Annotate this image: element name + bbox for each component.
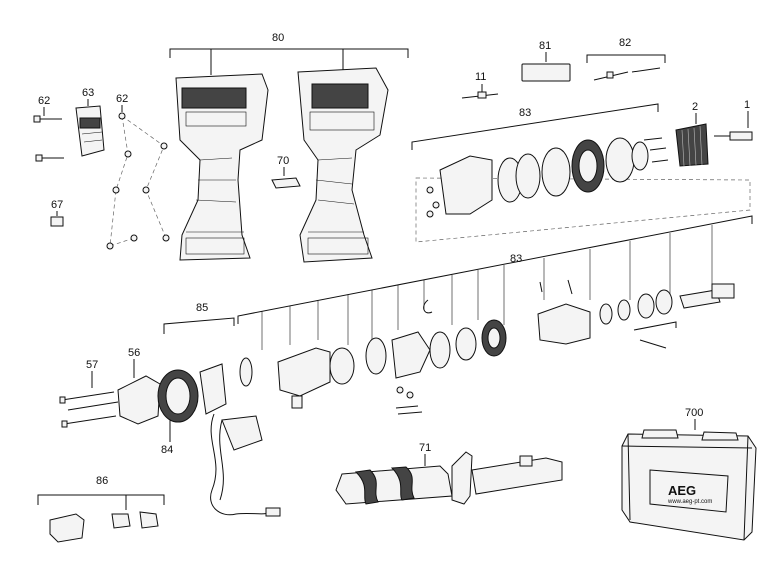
case-url: www.aeg-pt.com [667, 499, 712, 505]
screw-11 [461, 91, 499, 99]
chuck-2 [675, 123, 709, 167]
label-81: 81 [539, 40, 551, 52]
clip-67 [50, 216, 64, 227]
label-83-top: 83 [519, 107, 531, 119]
label-62-left: 62 [38, 95, 50, 107]
label-71: 71 [419, 442, 431, 454]
label-57: 57 [86, 359, 98, 371]
bracket-83-mid [237, 215, 753, 324]
label-62-right: 62 [116, 93, 128, 105]
label-63: 63 [82, 87, 94, 99]
label-56: 56 [128, 347, 140, 359]
label-2: 2 [692, 101, 698, 113]
bracket-86 [37, 494, 165, 505]
clip-parts-82 [593, 67, 661, 81]
battery-contact-63 [75, 105, 105, 157]
gearbox-assembly-mid [239, 279, 735, 415]
label-86: 86 [96, 475, 108, 487]
gearbox-dashed-outline [415, 177, 751, 243]
label-82: 82 [619, 37, 631, 49]
label-1: 1 [744, 99, 750, 111]
housing-half-left [175, 73, 269, 261]
label-85: 85 [196, 302, 208, 314]
motor-cap-56 [117, 375, 161, 425]
housing-half-right [297, 67, 389, 263]
label-70: 70 [277, 155, 289, 167]
parts-86 [49, 511, 159, 543]
side-handle-71 [335, 451, 563, 505]
leaders-83-mid [261, 225, 713, 350]
label-67: 67 [51, 199, 63, 211]
screws-62-left [33, 115, 64, 162]
gearbox-assembly-top [426, 137, 669, 218]
bracket-83-top [411, 103, 659, 150]
switch-and-wiring [210, 413, 281, 517]
label-80: 80 [272, 32, 284, 44]
bracket-85 [163, 317, 235, 334]
switch-slider-70 [271, 177, 301, 189]
label-84: 84 [161, 444, 173, 456]
screws-57 [59, 391, 119, 428]
case-brand-logo: AEG [668, 483, 696, 498]
label-11: 11 [475, 71, 486, 83]
carry-case-700: AEG www.aeg-pt.com [621, 429, 757, 541]
motor-84 [157, 363, 227, 423]
screw-1 [714, 131, 753, 141]
nameplate-81 [521, 63, 571, 82]
bracket-80 [169, 48, 409, 58]
screw-set-62 [106, 112, 170, 250]
label-700: 700 [685, 407, 703, 419]
bracket-82 [586, 54, 666, 63]
